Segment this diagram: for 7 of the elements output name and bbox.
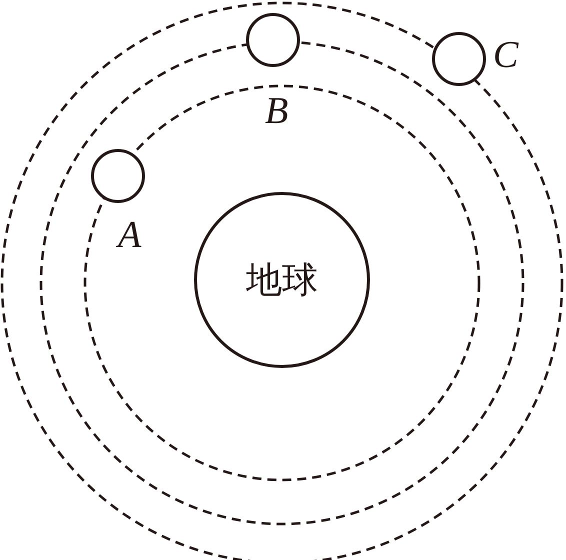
satellite-label: C (493, 36, 518, 74)
satellite-circle (432, 32, 486, 86)
satellite-label: B (265, 92, 288, 130)
satellite-label: A (118, 216, 142, 254)
satellite-circle (91, 149, 145, 203)
satellite-circle (246, 13, 300, 67)
earth-label: 地球 (246, 258, 318, 302)
